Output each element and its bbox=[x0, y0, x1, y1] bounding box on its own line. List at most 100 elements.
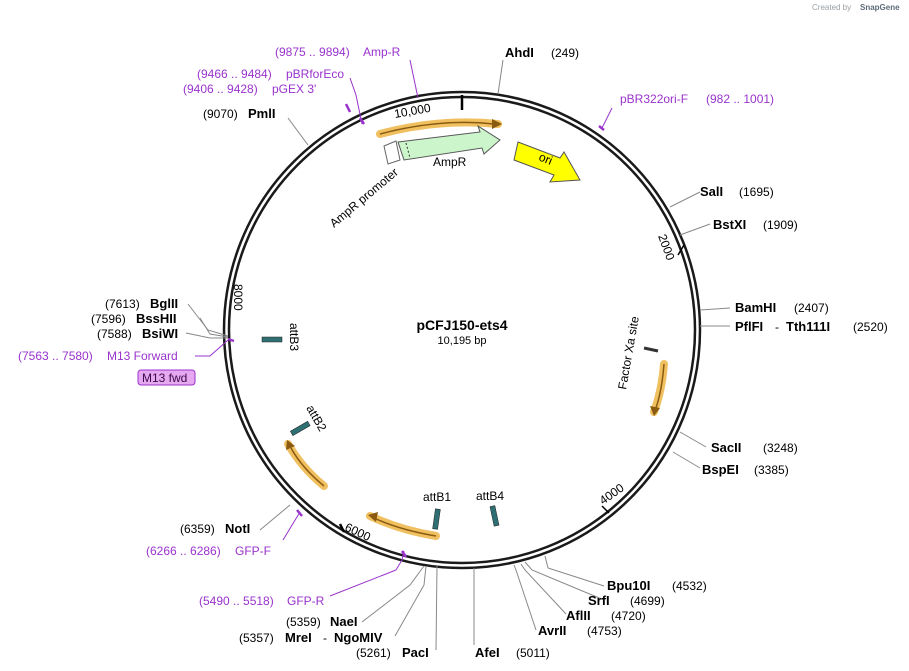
ahdi-leader bbox=[497, 59, 504, 95]
m13-forward-primer-mark bbox=[227, 337, 235, 343]
pbrforeco-primer-mark bbox=[358, 117, 366, 125]
m13-forward-primer-name[interactable]: M13 Forward bbox=[107, 349, 178, 363]
orf-right-line bbox=[655, 363, 665, 409]
paci-name[interactable]: PacI bbox=[402, 645, 429, 660]
tth111i-name[interactable]: Tth111I bbox=[786, 319, 830, 334]
pbr322ori-primer-range[interactable]: (982 .. 1001) bbox=[706, 92, 774, 106]
aflii-leader bbox=[520, 563, 567, 615]
ahdi-name[interactable]: AhdI bbox=[505, 45, 534, 60]
noti-leader bbox=[259, 504, 291, 531]
sacii-name[interactable]: SacII bbox=[711, 440, 741, 455]
srfi-leader bbox=[524, 561, 605, 601]
gfp-r-primer-line bbox=[329, 569, 397, 597]
orf-bottom-highlight bbox=[366, 512, 440, 540]
sali-pos: (1695) bbox=[739, 185, 774, 199]
afei-pos: (5011) bbox=[516, 646, 550, 660]
mrei-separator: - bbox=[323, 631, 327, 645]
gfp-f-primer-name[interactable]: GFP-F bbox=[235, 544, 271, 558]
avrii-name[interactable]: AvrII bbox=[538, 623, 566, 638]
pgex3-primer-name[interactable]: pGEX 3' bbox=[272, 82, 316, 96]
bstxi-pos: (1909) bbox=[763, 218, 798, 232]
naei-leader bbox=[361, 565, 425, 623]
orf-left-arrowhead bbox=[286, 440, 295, 450]
attb2-marker[interactable] bbox=[289, 420, 311, 436]
pbr322ori-primer-name[interactable]: pBR322ori-F bbox=[620, 92, 688, 106]
bspei-pos: (3385) bbox=[754, 463, 789, 477]
tick-label-10000: 10,000 bbox=[393, 101, 432, 121]
ampr-promoter-arrow[interactable] bbox=[383, 140, 401, 165]
attb1-marker[interactable] bbox=[432, 508, 441, 530]
avrii-pos: (4753) bbox=[587, 624, 622, 638]
plasmid-size: 10,195 bp bbox=[438, 335, 487, 347]
gfp-r-primer-range[interactable]: (5490 .. 5518) bbox=[199, 594, 274, 608]
sali-name[interactable]: SalI bbox=[700, 184, 723, 199]
plasmid-name: pCFJ150-ets4 bbox=[416, 317, 507, 333]
pmli-name[interactable]: PmlI bbox=[248, 106, 275, 121]
bstxi-leader bbox=[679, 223, 711, 236]
m13-forward-primer-range[interactable]: (7563 .. 7580) bbox=[18, 349, 93, 363]
tick-label-6000: 6000 bbox=[343, 520, 373, 544]
amp-r-primer-range[interactable]: (9875 .. 9894) bbox=[275, 45, 350, 59]
pflfi-name[interactable]: PflFI bbox=[735, 319, 763, 334]
factor-xa-label: Factor Xa site bbox=[615, 315, 642, 391]
backbone-outer bbox=[222, 90, 702, 570]
pbr322ori-primer-line bbox=[601, 107, 613, 129]
gfp-f-primer-line bbox=[282, 511, 301, 541]
ori-label: ori bbox=[537, 150, 555, 168]
bspei-name[interactable]: BspEI bbox=[702, 462, 739, 477]
gfp-r-primer-name[interactable]: GFP-R bbox=[287, 594, 325, 608]
bamhi-pos: (2407) bbox=[794, 301, 829, 315]
orf-bottom-line bbox=[373, 517, 437, 537]
pbrforeco-primer-name[interactable]: pBRforEco bbox=[286, 67, 344, 81]
ampr-label: AmpR bbox=[433, 155, 467, 169]
factor-xa-marker[interactable] bbox=[643, 346, 659, 353]
tick-label-4000: 4000 bbox=[597, 480, 627, 507]
orf-left-highlight bbox=[284, 440, 328, 490]
m13-fwd-badge[interactable] bbox=[137, 369, 196, 386]
attb3-marker[interactable] bbox=[261, 336, 283, 343]
noti-name[interactable]: NotI bbox=[225, 521, 250, 536]
bpu10i-pos: (4532) bbox=[672, 579, 707, 593]
aflii-name[interactable]: AflII bbox=[566, 608, 591, 623]
ngomiv-name[interactable]: NgoMIV bbox=[334, 630, 383, 645]
orf-right-arrowhead bbox=[650, 406, 660, 416]
orf-left-line bbox=[290, 447, 325, 487]
sali-leader bbox=[669, 191, 701, 208]
bsshii-pos: (7596) bbox=[91, 312, 126, 326]
mrei-name[interactable]: MreI bbox=[285, 630, 312, 645]
orf-bottom-arrowhead bbox=[368, 512, 378, 522]
amp-r-primer-name[interactable]: Amp-R bbox=[363, 45, 401, 59]
pbrforeco-primer-range[interactable]: (9466 .. 9484) bbox=[197, 67, 272, 81]
bstxi-name[interactable]: BstXI bbox=[713, 217, 746, 232]
bpu10i-name[interactable]: Bpu10I bbox=[607, 578, 650, 593]
afei-name[interactable]: AfeI bbox=[475, 645, 500, 660]
srfi-name[interactable]: SrfI bbox=[588, 593, 610, 608]
avrii-leader bbox=[513, 564, 537, 631]
tick-label-8000: 8000 bbox=[231, 284, 245, 311]
pflfi-separator: - bbox=[775, 320, 779, 334]
attb4-label: attB4 bbox=[476, 489, 504, 503]
ampr-orf-line bbox=[379, 121, 495, 135]
bamhi-name[interactable]: BamHI bbox=[735, 300, 776, 315]
ori-feature-arrow[interactable] bbox=[513, 141, 581, 183]
mrei-leader bbox=[394, 565, 427, 637]
pgex3-primer-range[interactable]: (9406 .. 9428) bbox=[183, 82, 258, 96]
bsiwi-name[interactable]: BsiWI bbox=[142, 326, 178, 341]
pbr322ori-primer-mark bbox=[598, 125, 605, 131]
attb4-marker[interactable] bbox=[489, 505, 500, 527]
bsshii-leader bbox=[199, 317, 229, 338]
bsshii-name[interactable]: BssHII bbox=[136, 311, 176, 326]
attb2-label: attB2 bbox=[303, 403, 329, 435]
snapgene-logo: SnapGene bbox=[860, 3, 900, 12]
tick-4000 bbox=[601, 505, 610, 514]
bamhi-leader bbox=[699, 307, 731, 311]
gfp-f-primer-range[interactable]: (6266 .. 6286) bbox=[146, 544, 221, 558]
enzyme-leader-lines bbox=[185, 59, 731, 651]
srfi-pos: (4699) bbox=[630, 594, 665, 608]
paci-pos: (5261) bbox=[356, 646, 391, 660]
ampr-feature-arrow[interactable] bbox=[397, 124, 501, 161]
naei-name[interactable]: NaeI bbox=[330, 614, 357, 629]
bglii-name[interactable]: BglII bbox=[150, 296, 178, 311]
bsiwi-pos: (7588) bbox=[97, 327, 132, 341]
